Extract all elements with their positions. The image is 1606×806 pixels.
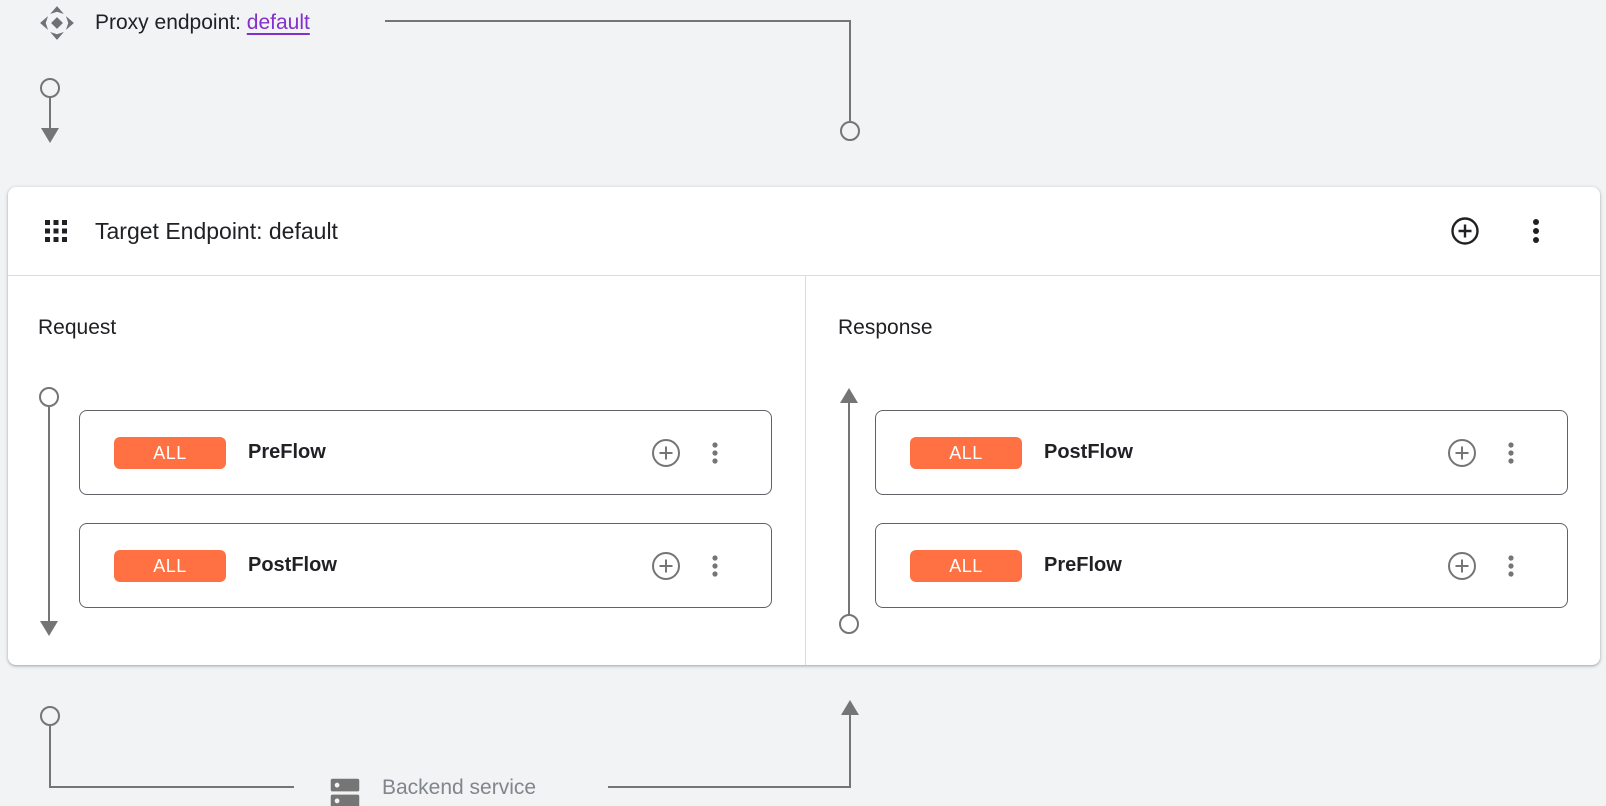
backend-connector-right-vline [849,715,851,787]
connector-proxy-vertical-line [849,20,851,121]
add-target-endpoint-button[interactable] [1450,216,1480,246]
condition-badge: ALL [114,549,226,582]
flow-name: PreFlow [248,441,326,463]
add-policy-button[interactable] [1447,438,1477,468]
proxy-endpoint-link[interactable]: default [246,11,310,34]
flow-menu-button[interactable] [1501,440,1521,466]
proxy-endpoint-text: Proxy endpoint: [95,11,241,34]
backend-service-icon [326,774,364,806]
backend-connector-left-hline [49,786,294,788]
target-endpoint-menu-button[interactable] [1524,216,1548,246]
backend-connector-start-circle [40,706,60,726]
connector-left-arrow-icon [41,128,59,143]
flow-name: PostFlow [1044,441,1133,463]
backend-connector-right-hline [608,786,851,788]
flow-card-request-preflow[interactable]: ALL PreFlow [79,410,772,495]
condition-badge: ALL [910,549,1022,582]
response-connector-end-circle [839,614,859,634]
proxy-endpoint-icon [38,4,76,42]
response-connector-arrow-icon [840,388,858,403]
header-divider [8,275,1600,276]
flow-menu-button[interactable] [1501,553,1521,579]
request-panel-title: Request [38,316,117,339]
response-panel-title: Response [838,316,933,339]
add-policy-button[interactable] [651,438,681,468]
target-endpoint-grid-icon [45,220,67,242]
flow-card-response-postflow[interactable]: ALL PostFlow [875,410,1568,495]
connector-proxy-horizontal-line [385,20,851,22]
backend-connector-arrow-icon [841,700,859,715]
request-connector-arrow-icon [40,621,58,636]
request-response-divider [805,275,806,665]
condition-badge: ALL [114,436,226,469]
request-connector-start-circle [39,387,59,407]
proxy-endpoint-label: Proxy endpoint: default [95,9,310,37]
request-connector-line [48,406,50,621]
flow-menu-button[interactable] [705,553,725,579]
flow-card-response-preflow[interactable]: ALL PreFlow [875,523,1568,608]
condition-badge: ALL [910,436,1022,469]
backend-connector-left-vline [49,725,51,788]
flow-name: PreFlow [1044,554,1122,576]
target-endpoint-title: Target Endpoint: default [95,217,338,244]
connector-left-line [49,97,51,128]
connector-proxy-end-circle [840,121,860,141]
flow-menu-button[interactable] [705,440,725,466]
flow-name: PostFlow [248,554,337,576]
flow-card-request-postflow[interactable]: ALL PostFlow [79,523,772,608]
backend-service-label: Backend service [382,776,537,799]
add-policy-button[interactable] [651,551,681,581]
response-connector-line [848,403,850,614]
target-endpoint-header: Target Endpoint: default [8,187,1600,276]
add-policy-button[interactable] [1447,551,1477,581]
connector-left-start-circle [40,78,60,98]
